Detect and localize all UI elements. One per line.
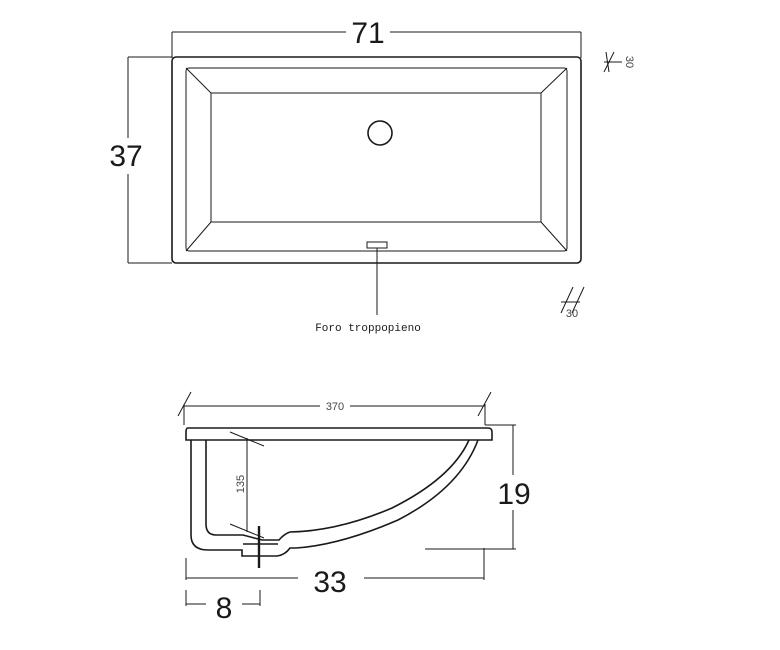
basin-bowl-bottom xyxy=(210,92,542,223)
section-view: 370 135 19 33 8 xyxy=(177,391,531,625)
overflow-hole xyxy=(366,241,388,249)
depth-label-section: 33 xyxy=(313,566,346,599)
top-view: 71 37 Foro troppopieno 30 xyxy=(109,17,635,335)
bevel-line-top-right xyxy=(540,67,568,94)
section-rim xyxy=(185,427,493,441)
bevel-line-bottom-right xyxy=(540,221,568,252)
angle-mark-bottom: 30 xyxy=(560,286,585,320)
section-width-tick-left xyxy=(177,391,192,417)
angle-line-e xyxy=(571,286,585,314)
overflow-label: Foro troppopieno xyxy=(315,323,421,335)
inner-height-label: 135 xyxy=(235,475,247,493)
basin-inner-rim xyxy=(185,67,568,252)
angle-label-top: 30 xyxy=(623,56,635,68)
angle-line-d xyxy=(560,286,574,314)
bevel-line-top-left xyxy=(185,67,212,94)
inner-height-tick-bottom xyxy=(229,523,265,539)
width-label: 71 xyxy=(351,17,384,50)
bowl-inner-wall xyxy=(205,439,470,541)
drain-hole xyxy=(367,120,393,146)
angle-label-bottom: 30 xyxy=(566,308,578,320)
angle-mark-top: 30 xyxy=(603,51,635,73)
section-width-label: 370 xyxy=(326,401,344,413)
bowl-outer-wall xyxy=(190,439,479,557)
inner-height-tick-top xyxy=(229,431,265,447)
basin-outer-rim xyxy=(171,56,582,264)
height-label: 19 xyxy=(497,478,530,511)
depth-label: 37 xyxy=(109,140,142,173)
bevel-line-bottom-left xyxy=(185,221,212,252)
offset-label: 8 xyxy=(216,592,233,625)
section-width-tick-right xyxy=(477,391,492,417)
